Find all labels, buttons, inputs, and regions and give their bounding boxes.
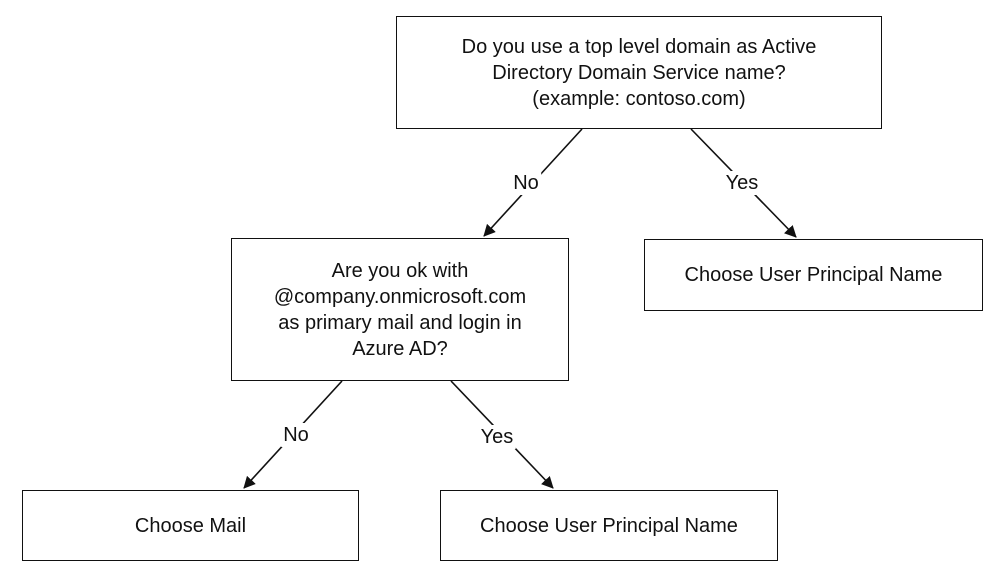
decision-text-line: as primary mail and login in <box>278 311 522 334</box>
decision-text-line: (example: contoso.com) <box>532 87 746 110</box>
decision-text-line: Azure AD? <box>352 337 448 360</box>
result-choose-upn-bottom: Choose User Principal Name <box>440 490 778 561</box>
result-label: Choose Mail <box>134 514 247 537</box>
decision-text-line: Are you ok with <box>331 259 469 282</box>
decision-text-line: @company.onmicrosoft.com <box>273 285 527 308</box>
edge-label-q1-yes: Yes <box>723 171 761 195</box>
result-label: Choose User Principal Name <box>684 264 943 286</box>
decision-onmicrosoft-ok: Are you ok with @company.onmicrosoft.com… <box>231 238 569 381</box>
edge-label-q1-no: No <box>511 171 541 195</box>
edge-label-q2-yes: Yes <box>478 425 516 449</box>
edge-label-q2-no: No <box>281 423 311 447</box>
decision-text-line: Do you use a top level domain as Active <box>461 35 817 58</box>
result-choose-mail: Choose Mail <box>22 490 359 561</box>
decision-top-level-domain: Do you use a top level domain as Active … <box>396 16 882 129</box>
result-label: Choose User Principal Name <box>480 514 738 537</box>
decision-text-line: Directory Domain Service name? <box>492 61 786 84</box>
result-choose-upn-top: Choose User Principal Name <box>644 239 983 311</box>
